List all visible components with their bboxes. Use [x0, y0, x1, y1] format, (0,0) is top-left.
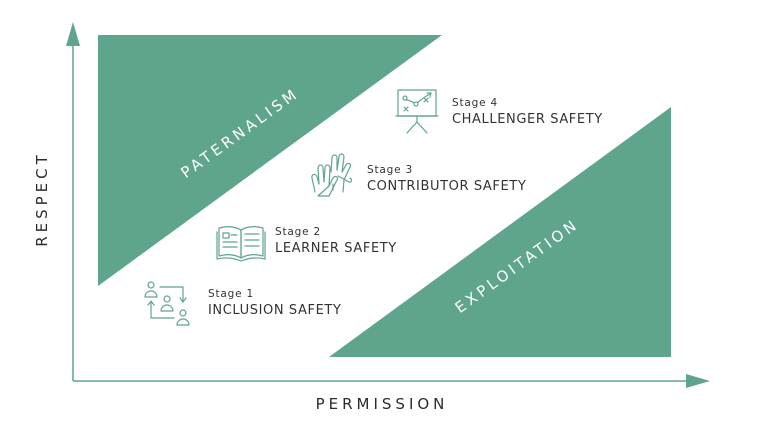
stage-3-title: CONTRIBUTOR SAFETY: [367, 179, 526, 194]
exploitation-zone: [329, 107, 671, 357]
stage-2-title: LEARNER SAFETY: [275, 241, 397, 256]
stage-2-number: Stage 2: [275, 226, 321, 238]
y-axis-arrow-icon: [66, 22, 80, 46]
stage-2: Stage 2 LEARNER SAFETY: [216, 226, 397, 262]
stage-4: Stage 4 CHALLENGER SAFETY: [395, 89, 603, 134]
x-axis-arrow-icon: [686, 374, 710, 388]
people-flow-icon: [144, 281, 190, 326]
strategy-board-icon: [395, 89, 439, 134]
stage-4-number: Stage 4: [452, 97, 498, 109]
axes: [66, 22, 710, 388]
stage-1-number: Stage 1: [208, 288, 254, 300]
x-axis-label: PERMISSION: [316, 395, 449, 413]
stage-1-title: INCLUSION SAFETY: [208, 303, 341, 318]
stage-4-title: CHALLENGER SAFETY: [452, 112, 603, 127]
raised-hands-icon: [311, 153, 353, 197]
paternalism-zone: [98, 35, 442, 286]
stage-1: Stage 1 INCLUSION SAFETY: [144, 281, 341, 326]
y-axis-label: RESPECT: [33, 151, 51, 247]
stage-3-number: Stage 3: [367, 164, 413, 176]
open-book-icon: [216, 226, 266, 262]
stage-3: Stage 3 CONTRIBUTOR SAFETY: [311, 153, 526, 197]
